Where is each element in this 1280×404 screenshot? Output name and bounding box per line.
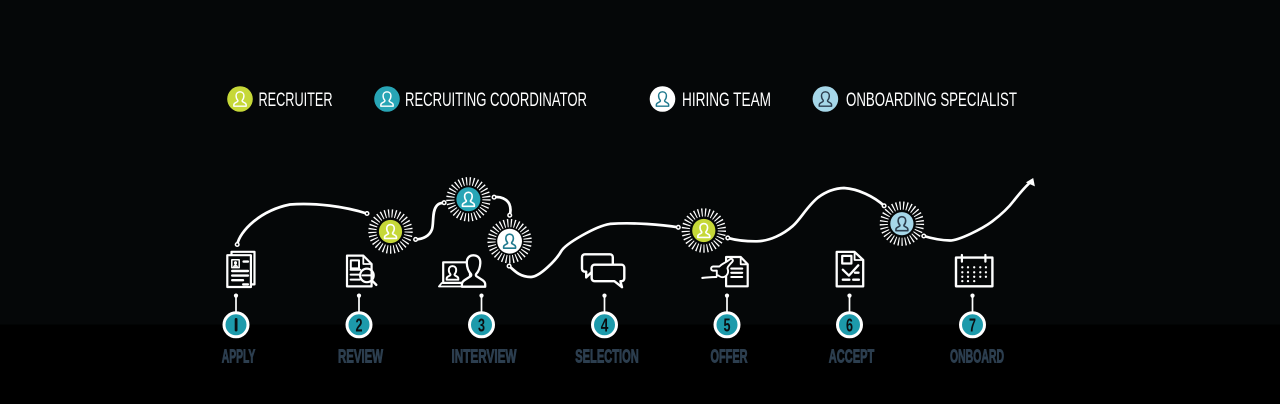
svg-text:3: 3 (478, 314, 485, 335)
svg-text:6: 6 (846, 314, 853, 335)
svg-text:4: 4 (601, 314, 609, 335)
svg-text:5: 5 (724, 314, 731, 335)
svg-text:APPLY: APPLY (222, 346, 256, 366)
svg-text:INTERVIEW: INTERVIEW (452, 346, 517, 366)
svg-text:ONBOARD: ONBOARD (950, 346, 1004, 366)
svg-text:OFFER: OFFER (711, 346, 748, 366)
svg-text:HIRING TEAM: HIRING TEAM (682, 89, 771, 111)
svg-text:ONBOARDING SPECIALIST: ONBOARDING SPECIALIST (846, 89, 1017, 111)
svg-text:2: 2 (356, 314, 363, 335)
svg-text:RECRUITING COORDINATOR: RECRUITING COORDINATOR (405, 89, 587, 111)
svg-text:7: 7 (969, 314, 976, 335)
svg-text:REVIEW: REVIEW (338, 346, 383, 366)
svg-text:RECRUITER: RECRUITER (259, 89, 333, 111)
svg-text:SELECTION: SELECTION (575, 346, 639, 366)
svg-text:ACCEPT: ACCEPT (829, 346, 875, 366)
